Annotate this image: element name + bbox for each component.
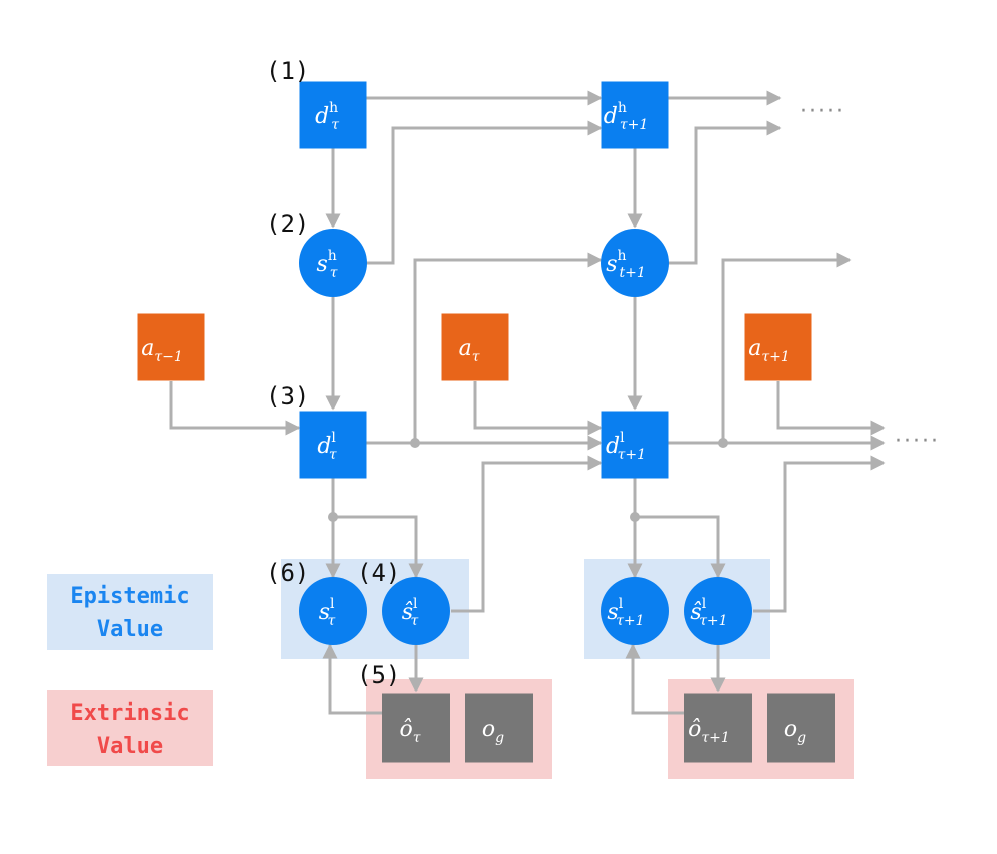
edge bbox=[625, 643, 684, 715]
junction-dot bbox=[410, 438, 420, 448]
node-og-1: og bbox=[465, 693, 533, 763]
node-label: ôτ+1 bbox=[688, 717, 730, 746]
node-label: og bbox=[784, 717, 806, 746]
node-oh-t: ôτ bbox=[382, 693, 450, 763]
node-a-t: aτ bbox=[441, 313, 509, 381]
node-label: aτ−1 bbox=[141, 336, 183, 365]
edges bbox=[169, 90, 886, 715]
deterministic-low-level-state-icon bbox=[299, 411, 367, 479]
node-label: aτ bbox=[459, 336, 480, 365]
stochastic-high-level-state-icon bbox=[601, 229, 669, 297]
epistemic-legend-line1: Epistemic bbox=[70, 584, 189, 609]
edge bbox=[473, 381, 603, 436]
continuation-right: ····· bbox=[895, 429, 940, 454]
goal-observation-icon bbox=[767, 693, 835, 763]
continuation-top: ····· bbox=[800, 99, 845, 124]
edge bbox=[451, 455, 603, 613]
node-og-2: og bbox=[767, 693, 835, 763]
prior-low-level-state-icon bbox=[382, 577, 450, 645]
deterministic-low-level-state-icon bbox=[601, 411, 669, 479]
action-icon bbox=[744, 313, 812, 381]
stochastic-high-level-state-icon bbox=[299, 229, 367, 297]
edge bbox=[169, 381, 301, 436]
edge bbox=[753, 455, 886, 613]
node-a-t1: aτ+1 bbox=[744, 313, 812, 381]
node-a-tm1: aτ−1 bbox=[137, 313, 205, 381]
step-marker-2: (2) bbox=[266, 210, 309, 238]
extrinsic-legend-line1: Extrinsic bbox=[70, 701, 189, 726]
epistemic-legend-line2: Value bbox=[97, 617, 163, 642]
goal-observation-icon bbox=[465, 693, 533, 763]
epistemic-legend-box bbox=[47, 574, 213, 650]
step-marker-1: (1) bbox=[266, 57, 309, 85]
step-marker-6: (6) bbox=[266, 559, 309, 587]
step-marker-3: (3) bbox=[266, 382, 309, 410]
edge bbox=[635, 515, 726, 579]
action-icon bbox=[137, 313, 205, 381]
junction-dot bbox=[630, 512, 640, 522]
junctions bbox=[328, 438, 728, 522]
deterministic-high-level-state-icon bbox=[299, 81, 367, 149]
junction-dot bbox=[718, 438, 728, 448]
node-label: ôτ bbox=[400, 717, 421, 746]
prior-low-level-state-icon bbox=[684, 577, 752, 645]
node-oh-t1: ôτ+1 bbox=[684, 693, 752, 763]
edge bbox=[333, 515, 424, 579]
node-label: og bbox=[482, 717, 504, 746]
posterior-low-level-state-icon bbox=[299, 577, 367, 645]
edge bbox=[413, 252, 603, 443]
edge bbox=[322, 643, 382, 715]
node-label: aτ+1 bbox=[748, 336, 790, 365]
edge bbox=[668, 120, 782, 265]
step-marker-4: (4) bbox=[357, 559, 400, 587]
edge bbox=[366, 120, 603, 265]
predicted-observation-icon bbox=[684, 693, 752, 763]
edge bbox=[721, 252, 852, 443]
extrinsic-legend-box bbox=[47, 690, 213, 766]
deterministic-high-level-state-icon bbox=[601, 81, 669, 149]
posterior-low-level-state-icon bbox=[601, 577, 669, 645]
predicted-observation-icon bbox=[382, 693, 450, 763]
junction-dot bbox=[328, 512, 338, 522]
step-marker-5: (5) bbox=[357, 661, 400, 689]
action-icon bbox=[441, 313, 509, 381]
edge bbox=[776, 381, 886, 436]
extrinsic-legend-line2: Value bbox=[97, 734, 163, 759]
